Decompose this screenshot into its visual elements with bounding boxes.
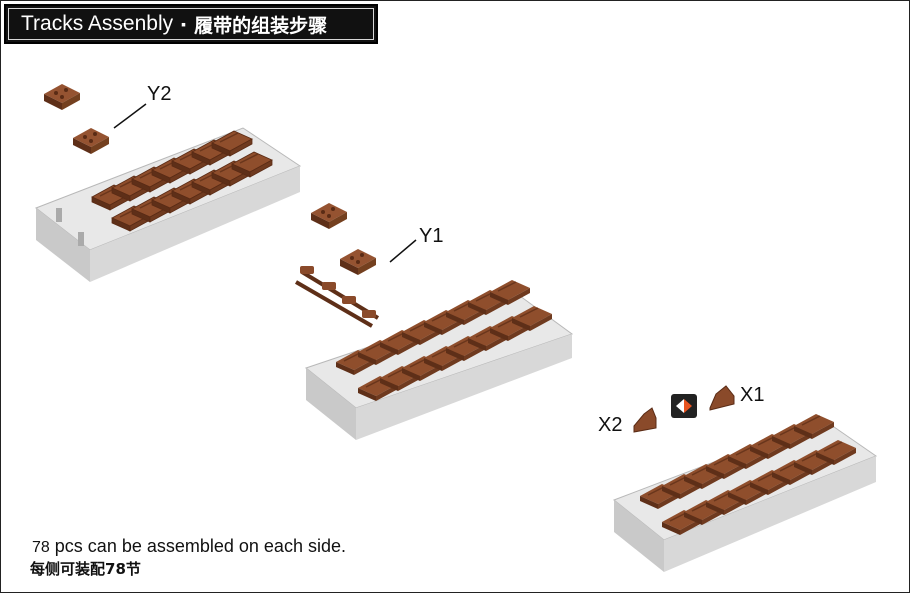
- page-title: Tracks Assenbly ▪ 履带的组装步骤: [8, 8, 374, 40]
- capacity-text: pcs can be assembled on each side.: [49, 536, 346, 556]
- callout-y1: Y1: [419, 225, 444, 247]
- part-y1-pads: [294, 203, 417, 328]
- connector-x2-icon: [633, 407, 657, 433]
- assembly-jig-2: [304, 279, 574, 440]
- part-y2-pads: [44, 84, 147, 154]
- capacity-note-chinese: 每侧可装配78节: [30, 560, 141, 578]
- callout-x2: X2: [598, 414, 623, 436]
- capacity-note-english: 78 pcs can be assembled on each side.: [32, 536, 346, 557]
- title-bullet: ▪: [181, 16, 187, 32]
- callout-x1: X1: [740, 384, 765, 406]
- title-banner: Tracks Assenbly ▪ 履带的组装步骤: [4, 4, 378, 44]
- title-chinese: 履带的组装步骤: [194, 14, 328, 37]
- title-english: Tracks Assenbly: [21, 12, 174, 35]
- callout-y2: Y2: [147, 83, 172, 105]
- connector-x1-icon: [709, 385, 735, 411]
- swap-arrows-icon: [671, 394, 697, 418]
- assembly-jig-1: [34, 127, 302, 282]
- capacity-count: 78: [32, 539, 50, 556]
- assembly-jig-3: [613, 413, 878, 572]
